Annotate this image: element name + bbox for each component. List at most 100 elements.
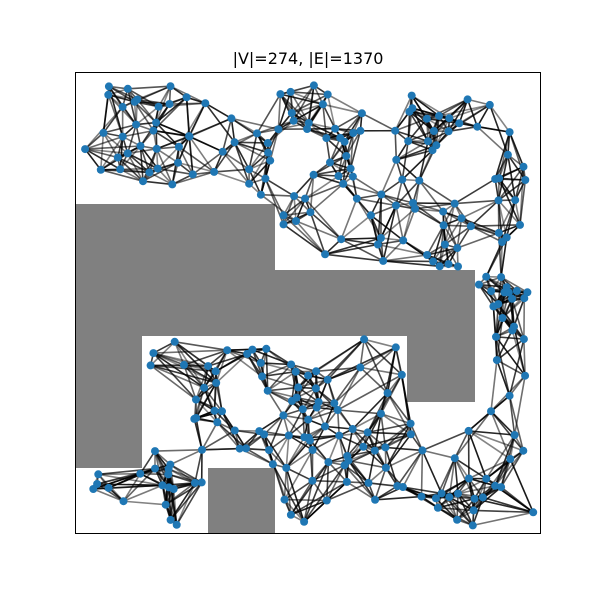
graph-edge [449, 104, 491, 119]
graph-edge [367, 431, 411, 436]
graph-vertex [255, 427, 264, 436]
graph-edge [395, 347, 403, 375]
graph-edge [98, 473, 163, 487]
graph-vertex [192, 395, 200, 404]
graph-vertex [253, 129, 261, 138]
graph-edge [263, 433, 287, 469]
graph-edge [438, 104, 490, 117]
graph-vertex [433, 503, 442, 512]
graph-vertex [478, 493, 487, 502]
graph-edge [183, 364, 197, 400]
graph-vertex [392, 201, 400, 210]
graph-edge [340, 238, 384, 262]
graph-edge [142, 161, 179, 182]
graph-edge [421, 450, 443, 494]
graph-vertex [516, 220, 524, 229]
graph-edge [251, 349, 269, 391]
graph-vertex [381, 443, 390, 452]
graph-edge [472, 478, 488, 511]
graph-vertex [415, 176, 424, 185]
graph-edge [214, 168, 250, 173]
graph-edge [380, 178, 403, 196]
graph-vertex [235, 444, 244, 453]
graph-vertex [218, 407, 226, 416]
graph-edge [188, 102, 207, 137]
graph-edge [155, 122, 180, 148]
graph-edge [326, 482, 369, 502]
graph-vertex [473, 122, 482, 131]
graph-edge [102, 132, 119, 158]
graph-edge [457, 477, 487, 495]
graph-edge [482, 458, 511, 498]
graph-edge [150, 364, 197, 401]
graph-edge [414, 202, 455, 210]
graph-vertex [152, 118, 161, 127]
graph-vertex [498, 314, 507, 322]
graph-vertex [364, 478, 373, 487]
graph-edge [291, 400, 318, 409]
graph-edge [290, 481, 348, 516]
graph-edge [154, 449, 203, 452]
graph-edge [230, 118, 236, 143]
graph-vertex [261, 174, 270, 183]
graph-vertex [113, 153, 122, 162]
graph-edge [193, 387, 205, 420]
graph-vertex [399, 236, 408, 245]
graph-edge [498, 177, 521, 226]
graph-vertex [391, 343, 400, 352]
graph-edge [117, 156, 150, 174]
graph-vertex [409, 199, 417, 207]
graph-edge [476, 104, 491, 128]
graph-vertex [339, 179, 348, 188]
graph-edge [139, 145, 159, 170]
graph-edge [322, 103, 336, 130]
graph-vertex [444, 127, 453, 136]
graph-vertex [263, 139, 272, 147]
graph-edge [356, 197, 397, 207]
graph-edge [468, 430, 524, 452]
graph-vertex [223, 346, 232, 355]
graph-edge [367, 374, 403, 433]
graph-edge [173, 341, 185, 366]
graph-vertex [348, 172, 357, 181]
graph-edge [193, 382, 217, 420]
graph-edge [444, 225, 472, 246]
graph-vertex [510, 322, 518, 331]
graph-edge [418, 180, 444, 213]
graph-edge [297, 386, 320, 403]
graph-edge [362, 446, 387, 469]
graph-vertex [519, 335, 528, 344]
graph-vertex [256, 190, 265, 199]
graph-edge [123, 484, 163, 502]
graph-edge [308, 122, 341, 139]
graph-edge [394, 95, 413, 132]
graph-vertex [279, 211, 288, 220]
graph-edge [98, 467, 156, 476]
graph-edge [84, 148, 121, 170]
graph-vertex [190, 478, 199, 487]
graph-edge [370, 204, 397, 217]
graph-vertex [336, 133, 345, 142]
graph-vertex [314, 398, 323, 406]
graph-vertex [245, 165, 254, 174]
graph-vertex [371, 495, 380, 504]
graph-edge [407, 118, 428, 142]
graph-edge [513, 326, 526, 376]
graph-vertex [284, 431, 293, 440]
graph-edge [500, 237, 508, 278]
graph-vertex [213, 418, 222, 427]
graph-edge [178, 146, 215, 173]
graph-vertex [457, 214, 466, 223]
graph-vertex [359, 442, 368, 451]
graph-vertex [132, 120, 141, 129]
graph-edge [303, 461, 330, 523]
graph-edge [442, 211, 459, 249]
graph-edge [188, 117, 232, 137]
graph-vertex [464, 474, 473, 483]
graph-edge [514, 199, 521, 226]
graph-vertex [439, 207, 448, 216]
graph-edge [248, 152, 269, 170]
graph-edge [367, 450, 376, 484]
graph-vertex [304, 371, 313, 380]
graph-edge [261, 375, 299, 389]
